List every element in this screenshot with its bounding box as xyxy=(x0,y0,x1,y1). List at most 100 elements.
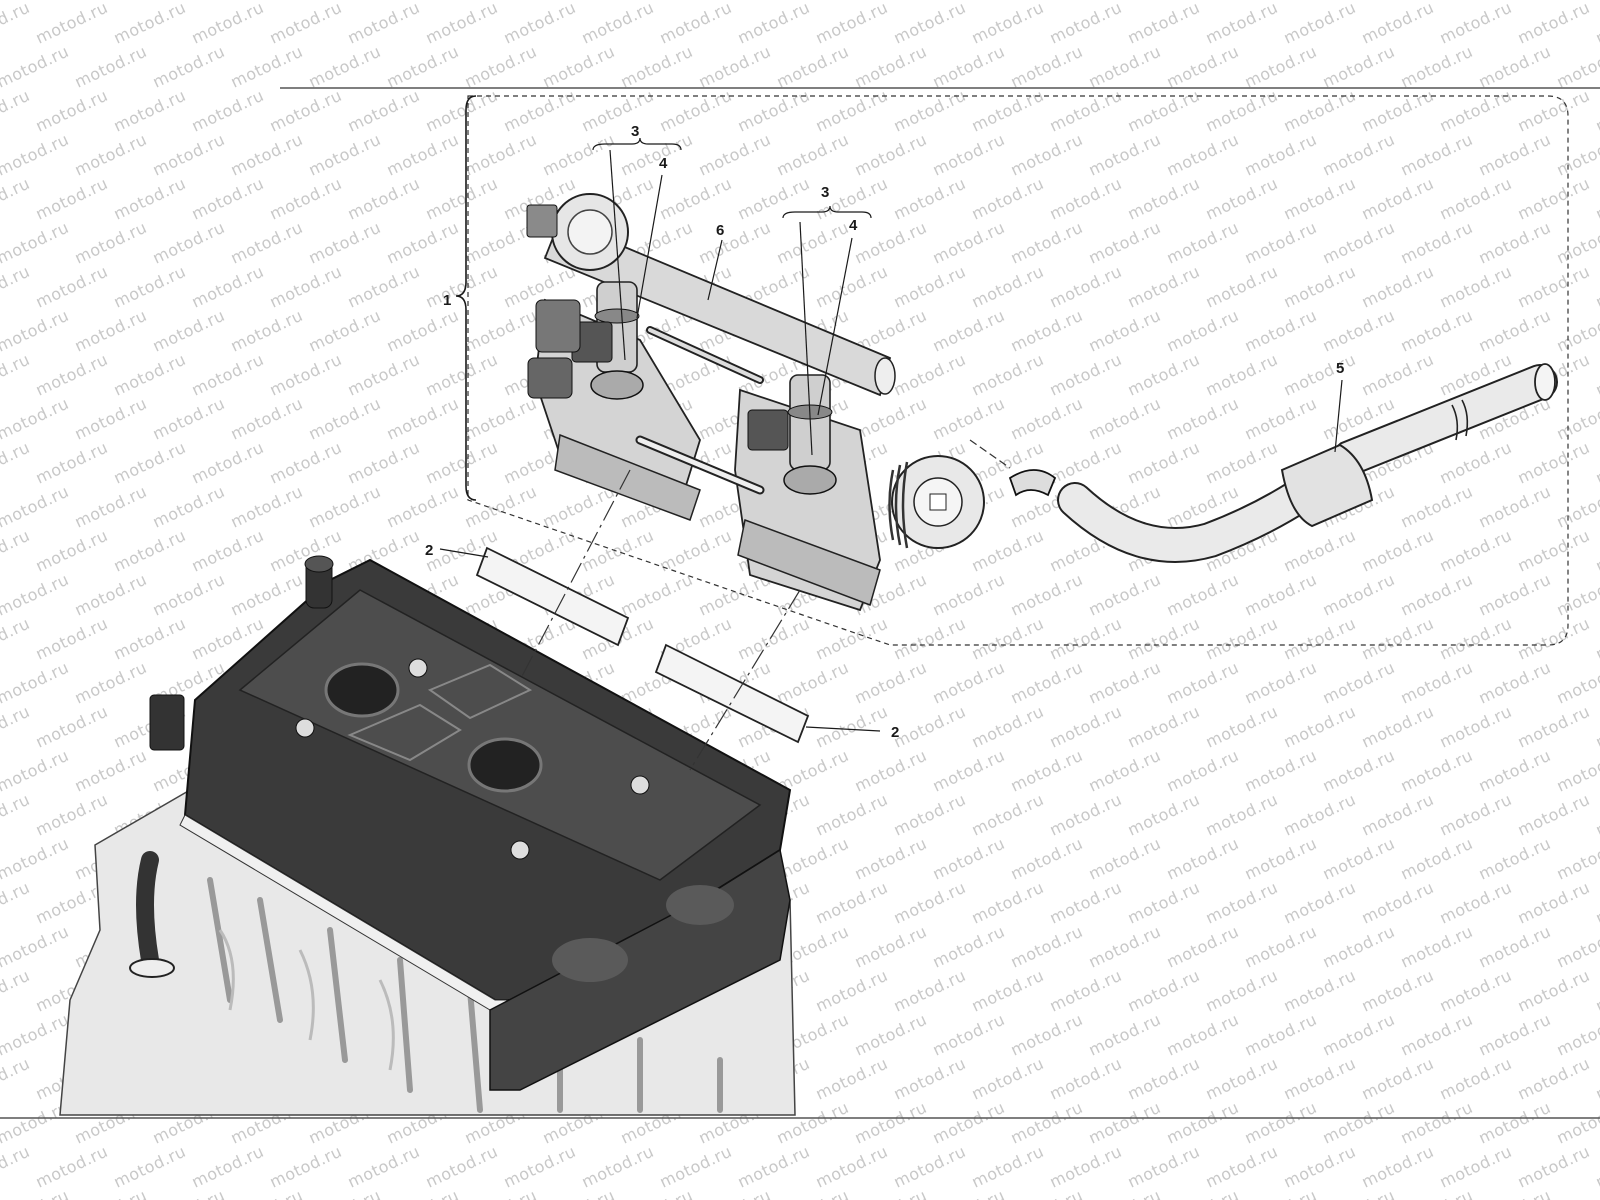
watermark-text: motod.ru xyxy=(1242,746,1320,796)
watermark-text: motod.ru xyxy=(1008,1186,1086,1200)
injector-connector-2 xyxy=(747,409,789,451)
hose-end xyxy=(1534,363,1556,401)
watermark-text: motod.ru xyxy=(1320,42,1398,92)
watermark-text: motod.ru xyxy=(111,1142,189,1192)
watermark-text: motod.ru xyxy=(1554,218,1600,268)
watermark-text: motod.ru xyxy=(1593,790,1600,840)
watermark-text: motod.ru xyxy=(813,86,891,136)
watermark-text: motod.ru xyxy=(111,262,189,312)
watermark-text: motod.ru xyxy=(1281,0,1359,48)
watermark-text: motod.ru xyxy=(1008,130,1086,180)
watermark-text: motod.ru xyxy=(189,0,267,48)
port-flange xyxy=(347,663,533,762)
watermark-text: motod.ru xyxy=(813,0,891,48)
leader-6 xyxy=(707,239,723,301)
cover-bolt xyxy=(630,775,650,795)
watermark-text: motod.ru xyxy=(1164,658,1242,708)
watermark-text: motod.ru xyxy=(891,966,969,1016)
watermark-text: motod.ru xyxy=(1125,1142,1203,1192)
watermark-text: motod.ru xyxy=(774,130,852,180)
watermark-text: motod.ru xyxy=(1125,878,1203,928)
watermark-text: motod.ru xyxy=(1086,0,1164,4)
watermark-text: motod.ru xyxy=(345,174,423,224)
watermark-text: motod.ru xyxy=(1398,834,1476,884)
watermark-text: motod.ru xyxy=(1086,922,1164,972)
watermark-text: motod.ru xyxy=(1047,262,1125,312)
watermark-text: motod.ru xyxy=(0,394,72,444)
watermark-text: motod.ru xyxy=(618,1186,696,1200)
watermark-text: motod.ru xyxy=(189,526,267,576)
watermark-text: motod.ru xyxy=(1125,614,1203,664)
watermark-text: motod.ru xyxy=(1554,306,1600,356)
watermark-text: motod.ru xyxy=(384,1186,462,1200)
watermark-text: motod.ru xyxy=(1398,306,1476,356)
watermark-text: motod.ru xyxy=(1320,306,1398,356)
watermark-text: motod.ru xyxy=(969,878,1047,928)
watermark-text: motod.ru xyxy=(462,482,540,532)
watermark-text: motod.ru xyxy=(1359,878,1437,928)
callout-6: 6 xyxy=(716,222,724,239)
watermark-text: motod.ru xyxy=(1281,790,1359,840)
watermark-text: motod.ru xyxy=(1476,746,1554,796)
watermark-text: motod.ru xyxy=(1047,438,1125,488)
watermark-text: motod.ru xyxy=(1086,834,1164,884)
watermark-text: motod.ru xyxy=(774,1186,852,1200)
watermark-text: motod.ru xyxy=(1437,1054,1515,1104)
watermark-text: motod.ru xyxy=(1437,174,1515,224)
watermark-text: motod.ru xyxy=(1593,966,1600,1016)
watermark-text: motod.ru xyxy=(1359,526,1437,576)
watermark-text: motod.ru xyxy=(150,482,228,532)
watermark-text: motod.ru xyxy=(579,86,657,136)
watermark-text: motod.ru xyxy=(0,218,72,268)
watermark-text: motod.ru xyxy=(1476,1098,1554,1148)
watermark-text: motod.ru xyxy=(1515,1142,1593,1192)
watermark-text: motod.ru xyxy=(1398,746,1476,796)
watermark-text: motod.ru xyxy=(72,130,150,180)
pulley-square xyxy=(929,493,947,511)
watermark-text: motod.ru xyxy=(930,218,1008,268)
watermark-text: motod.ru xyxy=(72,218,150,268)
watermark-text: motod.ru xyxy=(0,746,72,796)
hose-clamp xyxy=(129,958,175,978)
watermark-text: motod.ru xyxy=(1515,526,1593,576)
watermark-text: motod.ru xyxy=(1125,1054,1203,1104)
watermark-text: motod.ru xyxy=(891,1142,969,1192)
watermark-text: motod.ru xyxy=(1047,702,1125,752)
watermark-text: motod.ru xyxy=(1164,1098,1242,1148)
watermark-text: motod.ru xyxy=(0,1054,33,1104)
watermark-text: motod.ru xyxy=(735,174,813,224)
watermark-text: motod.ru xyxy=(1242,570,1320,620)
watermark-text: motod.ru xyxy=(423,1142,501,1192)
balance-tube-hl xyxy=(648,328,762,382)
watermark-text: motod.ru xyxy=(696,1186,774,1200)
watermark-text: motod.ru xyxy=(1047,790,1125,840)
watermark-text: motod.ru xyxy=(111,0,189,48)
watermark-text: motod.ru xyxy=(1125,350,1203,400)
watermark-text: motod.ru xyxy=(1203,86,1281,136)
watermark-text: motod.ru xyxy=(1554,570,1600,620)
watermark-text: motod.ru xyxy=(1164,130,1242,180)
watermark-text: motod.ru xyxy=(891,790,969,840)
watermark-text: motod.ru xyxy=(111,174,189,224)
watermark-text: motod.ru xyxy=(1164,0,1242,4)
watermark-text: motod.ru xyxy=(852,130,930,180)
watermark-text: motod.ru xyxy=(1242,0,1320,4)
intake-port-2 xyxy=(467,737,543,793)
watermark-text: motod.ru xyxy=(1476,42,1554,92)
watermark-text: motod.ru xyxy=(930,306,1008,356)
watermark-text: motod.ru xyxy=(1437,438,1515,488)
watermark-text: motod.ru xyxy=(1008,306,1086,356)
watermark-text: motod.ru xyxy=(1476,130,1554,180)
watermark-text: motod.ru xyxy=(306,218,384,268)
brace-3b xyxy=(782,205,872,219)
watermark-text: motod.ru xyxy=(579,526,657,576)
watermark-text: motod.ru xyxy=(0,130,72,180)
watermark-text: motod.ru xyxy=(72,482,150,532)
watermark-text: motod.ru xyxy=(189,438,267,488)
watermark-text: motod.ru xyxy=(1515,86,1593,136)
watermark-text: motod.ru xyxy=(696,218,774,268)
engine-cylinder-head xyxy=(59,555,796,1116)
watermark-text: motod.ru xyxy=(1593,702,1600,752)
watermark-text: motod.ru xyxy=(735,86,813,136)
hose-clip xyxy=(1008,469,1057,497)
